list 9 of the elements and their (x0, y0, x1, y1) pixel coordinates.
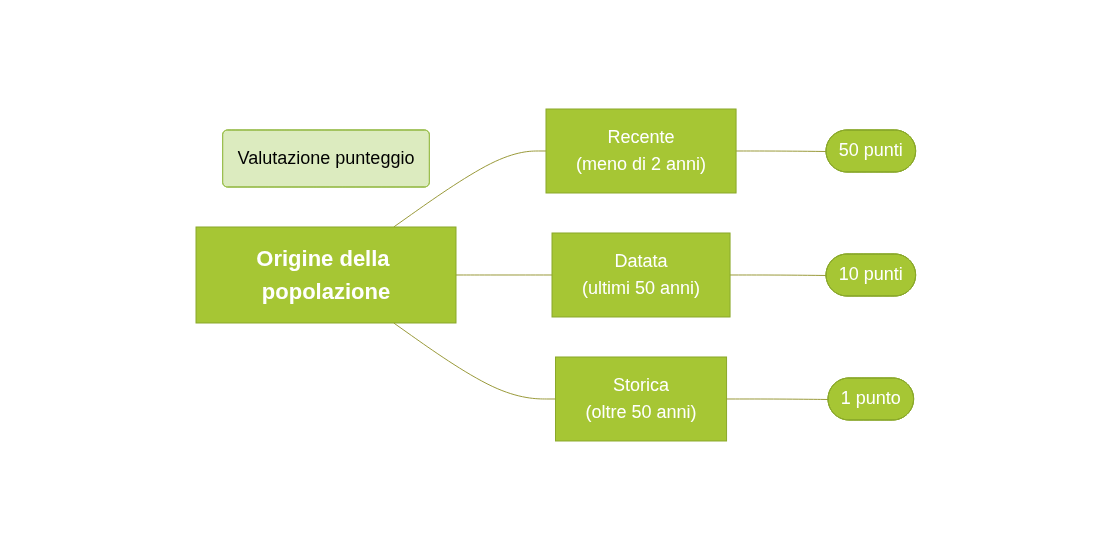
connector (729, 274, 827, 276)
connector (392, 322, 556, 400)
node-box: Datata (ultimi 50 anni) (551, 232, 731, 318)
node-box: Storica (oltre 50 anni) (554, 356, 727, 442)
connector (455, 274, 553, 276)
node-box: Recente (meno di 2 anni) (545, 108, 737, 194)
connector (725, 398, 829, 400)
connector (735, 150, 827, 152)
node-box: Origine della popolazione (195, 226, 457, 324)
